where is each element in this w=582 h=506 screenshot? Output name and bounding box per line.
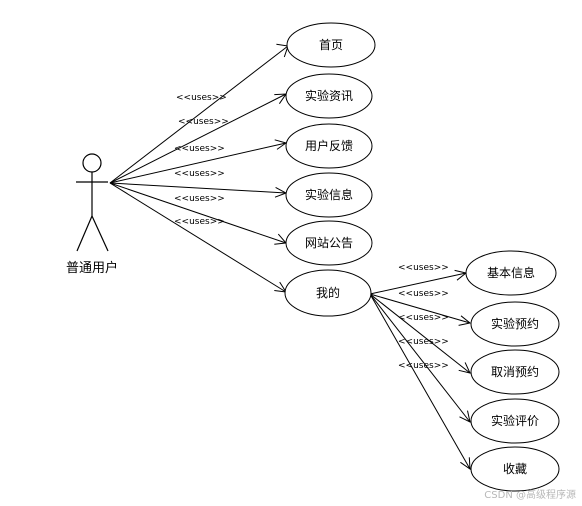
stereotype-label: <<uses>> — [398, 313, 449, 323]
arrowhead-favorite — [460, 457, 471, 471]
arrowhead-evaluate — [459, 410, 471, 423]
use-case-label: 实验信息 — [305, 187, 353, 202]
use-case-mine: 我的 — [284, 269, 372, 317]
use-case-feedback: 用户反馈 — [285, 123, 373, 169]
arrowhead-cancel — [458, 362, 471, 374]
edge-evaluate — [369, 293, 471, 423]
use-case-label: 用户反馈 — [305, 138, 353, 153]
stereotype-label: <<uses>> — [398, 289, 449, 299]
use-case-news: 实验资讯 — [285, 73, 373, 119]
use-case-label: 实验资讯 — [305, 88, 353, 103]
use-case-reserve: 实验预约 — [470, 301, 560, 347]
arrowhead-reserve — [458, 315, 472, 326]
use-case-notice: 网站公告 — [285, 220, 373, 266]
stereotype-label: <<uses>> — [176, 93, 227, 103]
stereotype-label: <<uses>> — [398, 263, 449, 273]
use-case-info: 实验信息 — [285, 172, 373, 218]
use-case-label: 我的 — [316, 285, 340, 300]
edge-notice — [109, 182, 287, 244]
edge-home — [109, 45, 289, 184]
actor-label: 普通用户 — [66, 260, 118, 276]
use-case-home: 首页 — [286, 22, 376, 68]
edge-news — [109, 93, 287, 184]
stereotype-label: <<uses>> — [174, 169, 225, 179]
edge-mine — [109, 182, 287, 293]
watermark: CSDN @高级程序源 — [484, 488, 576, 501]
use-case-label: 首页 — [319, 38, 343, 52]
stereotype-label: <<uses>> — [174, 144, 225, 154]
use-case-cancel: 取消预约 — [470, 349, 560, 395]
stereotype-label: <<uses>> — [398, 337, 449, 347]
edge-feedback — [109, 142, 287, 184]
use-case-label: 收藏 — [503, 462, 527, 476]
use-case-label: 取消预约 — [491, 364, 539, 379]
mine-edges — [369, 269, 472, 471]
edge-reserve — [369, 293, 471, 324]
edge-favorite — [369, 293, 471, 470]
stereotype-label: <<uses>> — [174, 194, 225, 204]
actor-edges — [109, 43, 289, 293]
use-case-label: 基本信息 — [487, 265, 535, 280]
use-case-basic: 基本信息 — [465, 250, 557, 296]
use-case-label: 实验评价 — [491, 413, 539, 428]
actor-figure — [76, 153, 109, 252]
stereotype-label: <<uses>> — [174, 217, 225, 227]
use-case-evaluate: 实验评价 — [470, 398, 560, 444]
stereotype-label: <<uses>> — [178, 117, 229, 127]
edge-info — [109, 182, 287, 194]
edge-basic — [369, 272, 467, 295]
stereotype-label: <<uses>> — [398, 361, 449, 371]
use-case-label: 网站公告 — [305, 236, 353, 250]
edge-cancel — [369, 293, 471, 374]
use-case-label: 实验预约 — [491, 316, 539, 331]
use-case-favorite: 收藏 — [470, 446, 560, 492]
